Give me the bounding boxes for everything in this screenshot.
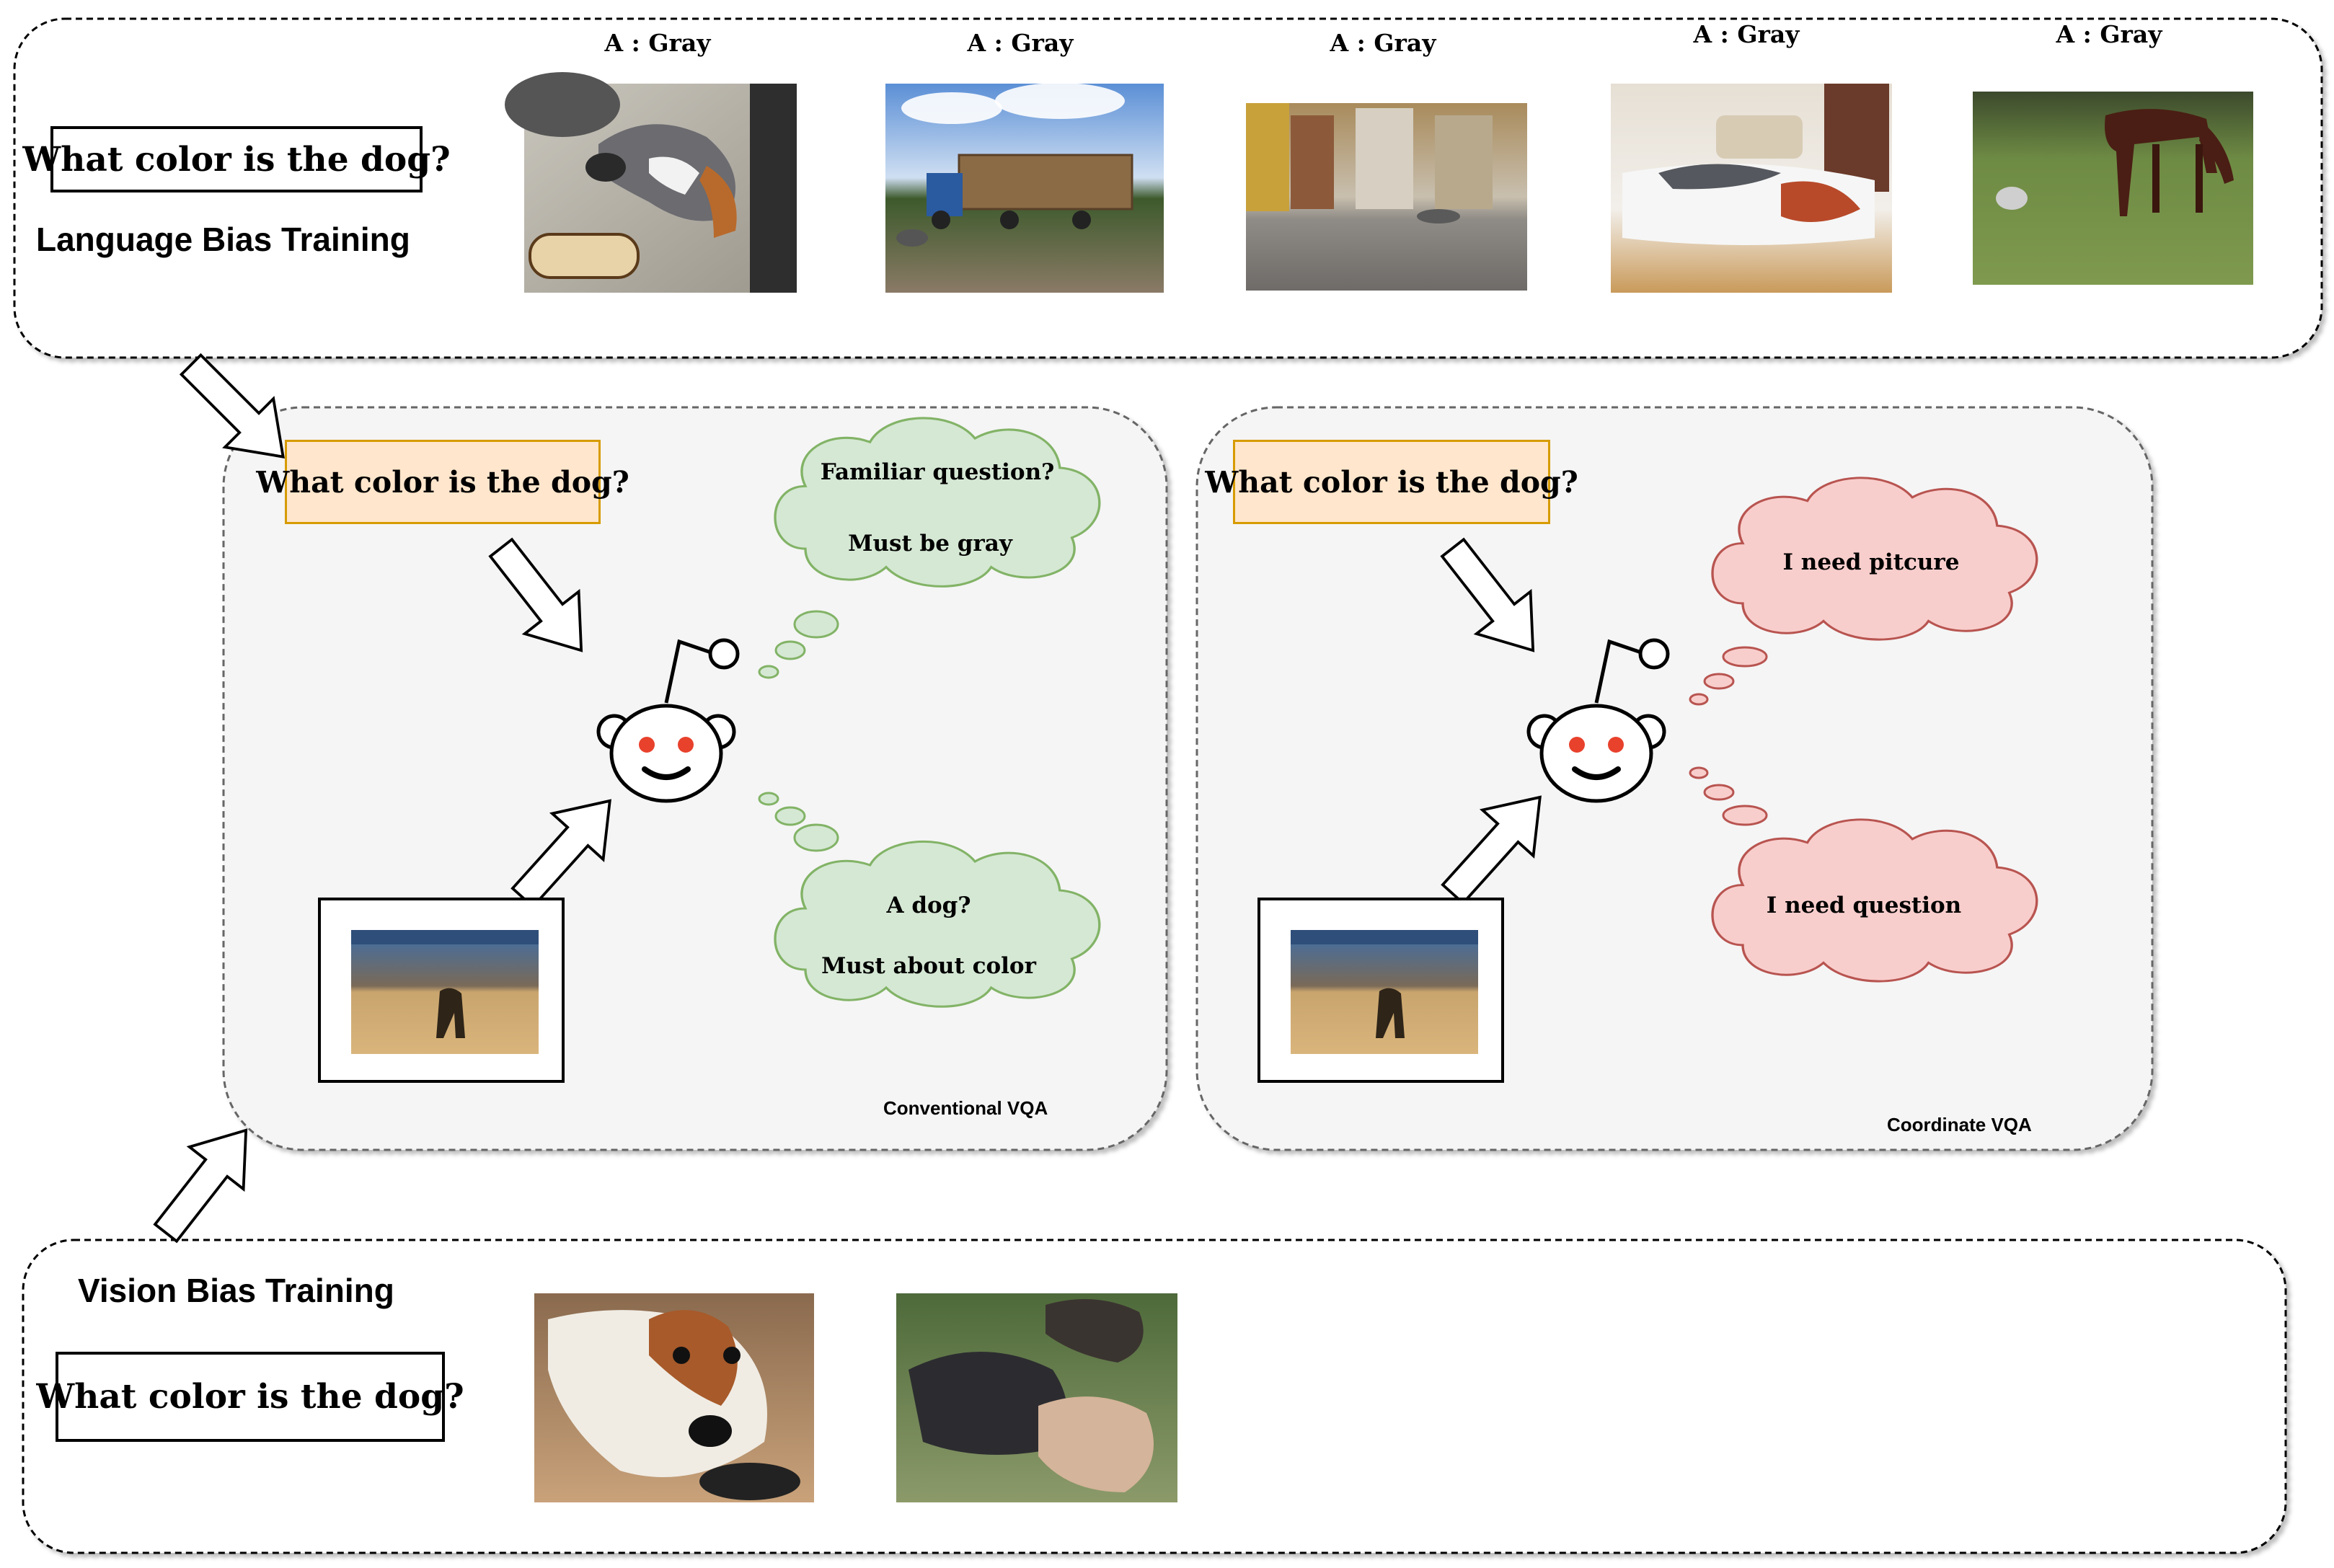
thought-dots-top bbox=[758, 610, 839, 679]
input-image-frame bbox=[1257, 898, 1504, 1083]
thought-dots-bottom bbox=[1689, 766, 1768, 826]
dog-eating-photo bbox=[534, 1293, 814, 1502]
dog-on-bed-photo bbox=[1611, 84, 1892, 293]
thought-dots-bottom bbox=[758, 792, 839, 852]
input-image-frame bbox=[318, 898, 565, 1083]
log-truck-photo bbox=[885, 83, 1164, 293]
horse-and-dog-photo bbox=[1973, 92, 2253, 285]
dog-with-bone-photo bbox=[505, 72, 797, 293]
dogs-playing-photo bbox=[896, 1293, 1177, 1502]
running-dog-photo bbox=[1246, 103, 1527, 291]
thought-dots-top bbox=[1689, 646, 1768, 706]
